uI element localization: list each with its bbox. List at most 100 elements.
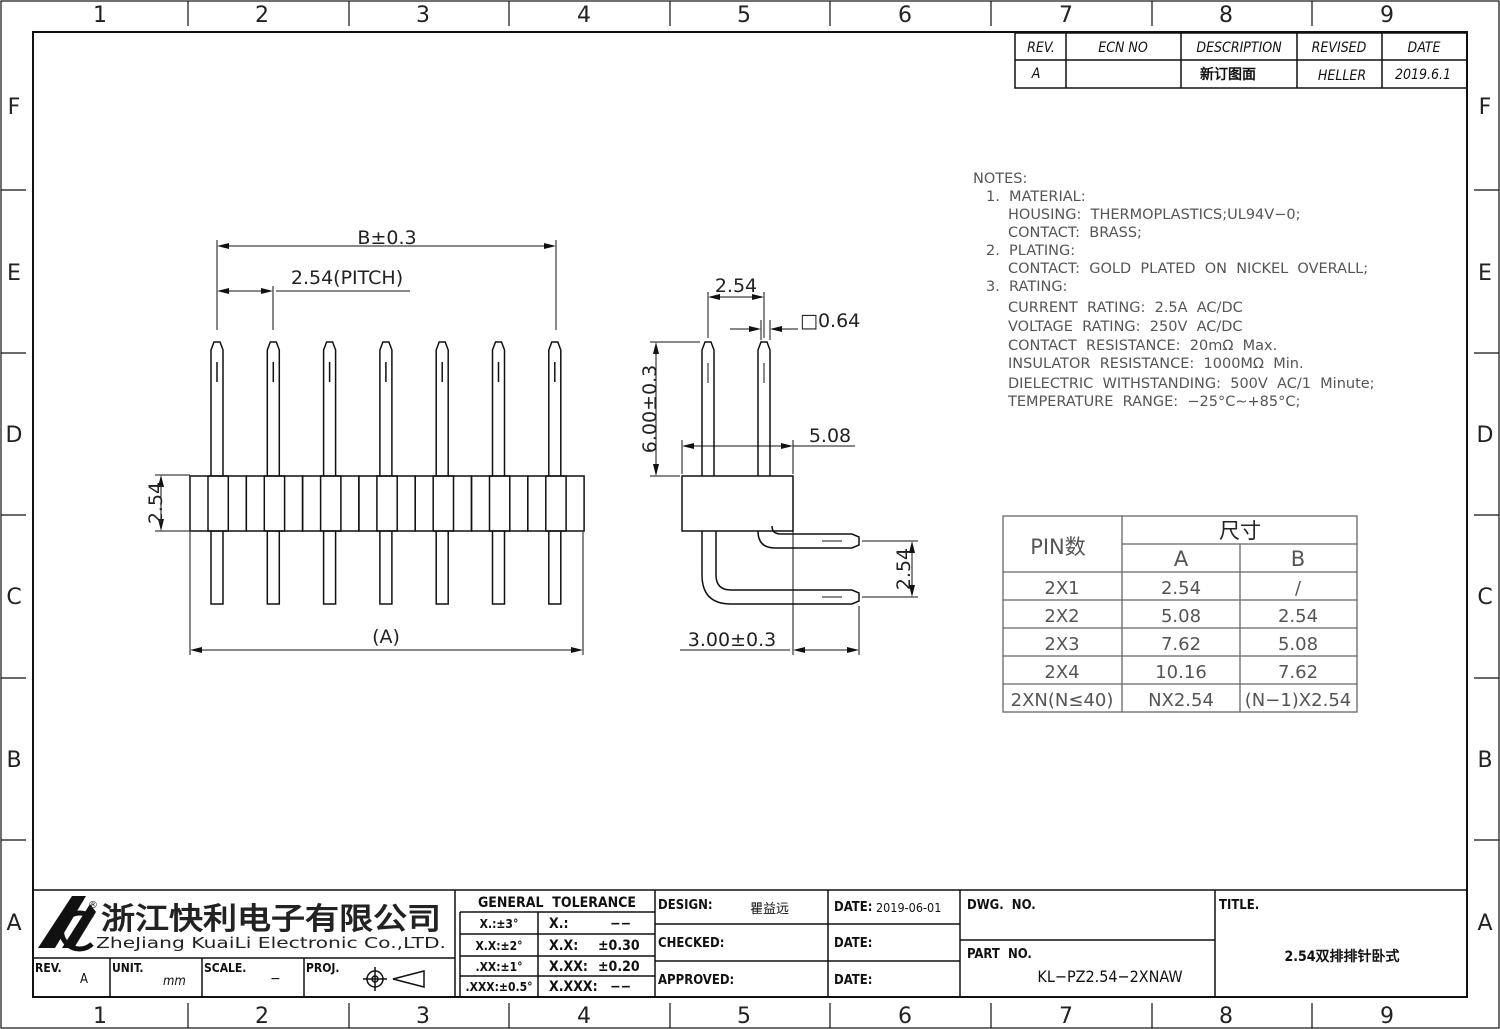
design-date-value: 2019-06-01 <box>876 900 941 915</box>
zone-row-label: D <box>1477 423 1494 448</box>
pin-size-label: □0.64 <box>800 310 860 332</box>
zone-col-label: 4 <box>577 3 591 28</box>
description-header: DESCRIPTION <box>1196 40 1282 56</box>
col-b-header: B <box>1291 547 1305 571</box>
tolerance-angle: X.:±3° <box>480 917 519 931</box>
design-value: 瞿益远 <box>750 902 789 917</box>
zone-col-label: 5 <box>737 1004 751 1029</box>
revised-header: REVISED <box>1312 40 1367 56</box>
front-pin-lower <box>548 531 562 605</box>
front-pins <box>210 341 562 605</box>
front-pin-upper <box>435 341 449 476</box>
depth-label: 5.08 <box>809 425 851 447</box>
design-date-label: DATE: <box>834 900 872 915</box>
rev-value: A <box>1031 66 1041 82</box>
row-pitch-label: 2.54 <box>893 548 915 590</box>
note-line: HOUSING: THERMOPLASTICS;UL94V−0; <box>1008 207 1300 223</box>
front-pin-upper <box>379 341 393 476</box>
front-height-label: 2.54 <box>145 482 167 524</box>
size-cell: 2.54 <box>1278 606 1318 627</box>
zone-row-label: C <box>6 585 21 610</box>
zone-col-label: 7 <box>1059 1004 1073 1029</box>
housing-cell-inner <box>263 475 286 532</box>
size-cell: 5.08 <box>1278 634 1318 655</box>
front-pin-upper <box>210 341 224 476</box>
company-name-cn: 浙江快利电子有限公司 <box>101 902 441 937</box>
zone-col-label: 7 <box>1059 3 1073 28</box>
note-line: 1. MATERIAL: <box>986 189 1086 205</box>
housing-cell-inner <box>207 475 230 532</box>
zone-col-label: 1 <box>93 3 107 28</box>
note-line: CONTACT: BRASS; <box>1008 225 1142 241</box>
housing-cell <box>470 475 529 532</box>
note-line: CONTACT RESISTANCE: 20mΩ Max. <box>1008 338 1277 354</box>
title-value: 2.54双排排针卧式 <box>1284 948 1399 965</box>
zone-col-label: 8 <box>1219 1004 1233 1029</box>
rev-label: REV. <box>35 961 62 975</box>
tolerance-linear-value: −− <box>610 979 631 995</box>
zone-row-label: A <box>1477 911 1492 936</box>
tolerance-linear-value: ±0.30 <box>598 938 640 954</box>
date-value: 2019.6.1 <box>1395 67 1451 83</box>
zone-col-label: 4 <box>577 1004 591 1029</box>
pin-count-header: PIN数 <box>1030 535 1086 559</box>
note-line: 3. RATING: <box>986 279 1067 295</box>
inner-border <box>32 31 1468 998</box>
zone-row-label: C <box>1477 585 1492 610</box>
company-logo: ® <box>38 896 98 952</box>
size-cell: 10.16 <box>1155 662 1207 683</box>
note-line: CONTACT: GOLD PLATED ON NICKEL OVERALL; <box>1008 261 1368 277</box>
housing-cell-inner <box>432 475 455 532</box>
zone-col-label: 6 <box>898 3 912 28</box>
zone-col-label: 1 <box>93 1004 107 1029</box>
title-label: TITLE. <box>1219 898 1259 913</box>
front-pin-lower <box>491 531 506 605</box>
front-pin-upper <box>322 341 337 476</box>
tolerance-linear-label: X.XX: <box>549 959 588 975</box>
housing-cell <box>527 475 585 532</box>
size-cell: / <box>1295 578 1302 599</box>
zone-col-label: 8 <box>1219 3 1233 28</box>
rev-header: REV. <box>1027 40 1055 56</box>
zone-row-label: F <box>1479 95 1492 120</box>
zone-row-label: B <box>6 748 21 773</box>
approved-label: APPROVED: <box>658 973 734 988</box>
housing-cell-inner <box>319 475 342 532</box>
rev-value: A <box>80 972 88 987</box>
tolerance-linear-label: X.: <box>549 916 569 932</box>
pitch-dimension-label: 2.54(PITCH) <box>291 267 403 289</box>
note-line: TEMPERATURE RANGE: −25°C∼+85°C; <box>1007 394 1300 410</box>
projection-symbol <box>363 967 425 991</box>
pin-height-label: 6.00±0.3 <box>639 365 661 453</box>
front-pin-lower <box>266 531 281 605</box>
size-table: PIN数 尺寸 A B 2X1 2.54 / 2X2 5.08 2.54 2X3… <box>1002 515 1358 713</box>
size-header: 尺寸 <box>1219 519 1261 543</box>
size-cell: (N−1)X2.54 <box>1245 690 1351 711</box>
note-line: INSULATOR RESISTANCE: 1000MΩ Min. <box>1008 356 1304 372</box>
size-cell: 2XN(N≤40) <box>1011 690 1114 711</box>
revised-value: HELLER <box>1318 68 1366 84</box>
size-cell: 7.62 <box>1161 634 1201 655</box>
zone-col-label: 3 <box>416 1004 430 1029</box>
checked-date-label: DATE: <box>834 936 872 951</box>
tail-length-label: 3.00±0.3 <box>688 629 776 651</box>
side-housing <box>681 475 794 532</box>
housing-cell-inner <box>488 475 511 532</box>
tolerance-linear-value: −− <box>610 916 631 932</box>
col-a-header: A <box>1174 547 1189 571</box>
note-line: CURRENT RATING: 2.5A AC/DC <box>1008 300 1243 316</box>
tolerance-angle: .XX:±1° <box>475 960 522 974</box>
unit-label: UNIT. <box>112 961 143 975</box>
front-pin-lower <box>435 531 449 605</box>
note-line: DIELECTRIC WITHSTANDING: 500V AC/1 Minut… <box>1008 376 1375 392</box>
description-value: 新订图面 <box>1200 66 1256 83</box>
side-view: 2.54 □0.64 6.00±0.3 5.08 <box>639 275 918 655</box>
tolerance-linear-label: X.XXX: <box>549 979 598 995</box>
revision-table: REV. ECN NO DESCRIPTION REVISED DATE A 新… <box>1014 32 1468 89</box>
front-view: B±0.3 2.54(PITCH) 2.54 (A) <box>145 227 585 655</box>
zone-row-label: D <box>6 423 23 448</box>
housing-cell <box>414 475 473 532</box>
note-line: VOLTAGE RATING: 250V AC/DC <box>1008 319 1243 335</box>
